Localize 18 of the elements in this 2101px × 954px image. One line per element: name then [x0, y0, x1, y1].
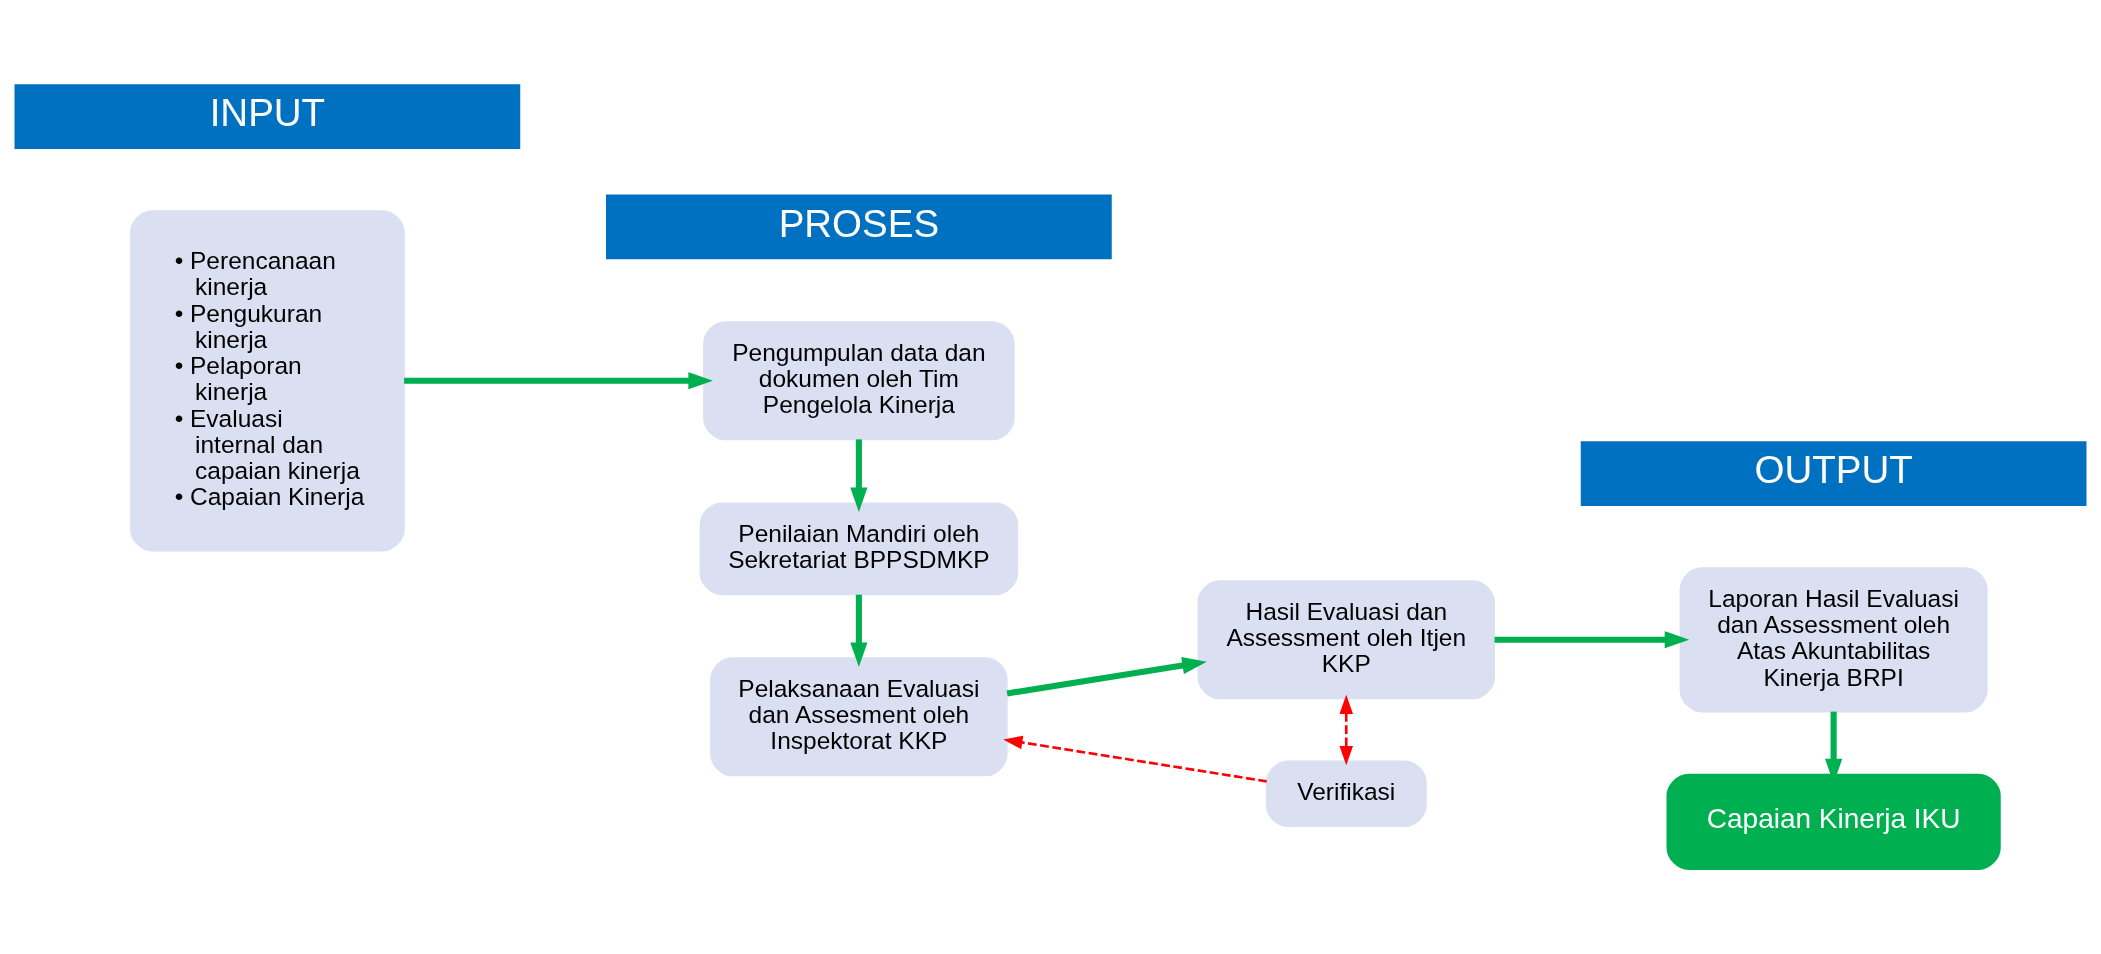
- node-box: Capaian Kinerja IKU: [1666, 773, 2001, 870]
- arrow: [850, 594, 868, 667]
- arrow: [850, 439, 868, 513]
- arrow: [404, 372, 713, 390]
- node-box: PROSES: [606, 194, 1112, 260]
- node-box: • Perencanaan kinerja • Pengukuran kinerja • Pelaporan kinerja • Evaluasi internal dan capaian kinerja • Capaian Kinerja: [130, 210, 405, 552]
- node-box: OUTPUT: [1580, 441, 2087, 506]
- arrow: [1494, 631, 1690, 649]
- node-box: Penilaian Mandiri oleh Sekretariat BPPSDMKP: [699, 502, 1019, 596]
- arrow: [1003, 735, 1267, 783]
- node-box: Verifikasi: [1265, 760, 1427, 827]
- arrow: [1006, 657, 1207, 697]
- node-box: Pelaksanaan Evaluasi dan Assesment oleh Inspektorat KKP: [710, 657, 1008, 777]
- node-box: Hasil Evaluasi dan Assessment oleh Itjen KKP: [1197, 580, 1495, 700]
- node-box: Laporan Hasil Evaluasi dan Assessment oleh Atas Akuntabilitas Kinerja BRPI: [1679, 567, 1988, 713]
- node-box: Pengumpulan data dan dokumen oleh Tim Pengelola Kinerja: [703, 321, 1015, 441]
- arrow: [1339, 694, 1353, 766]
- node-box: INPUT: [14, 84, 521, 149]
